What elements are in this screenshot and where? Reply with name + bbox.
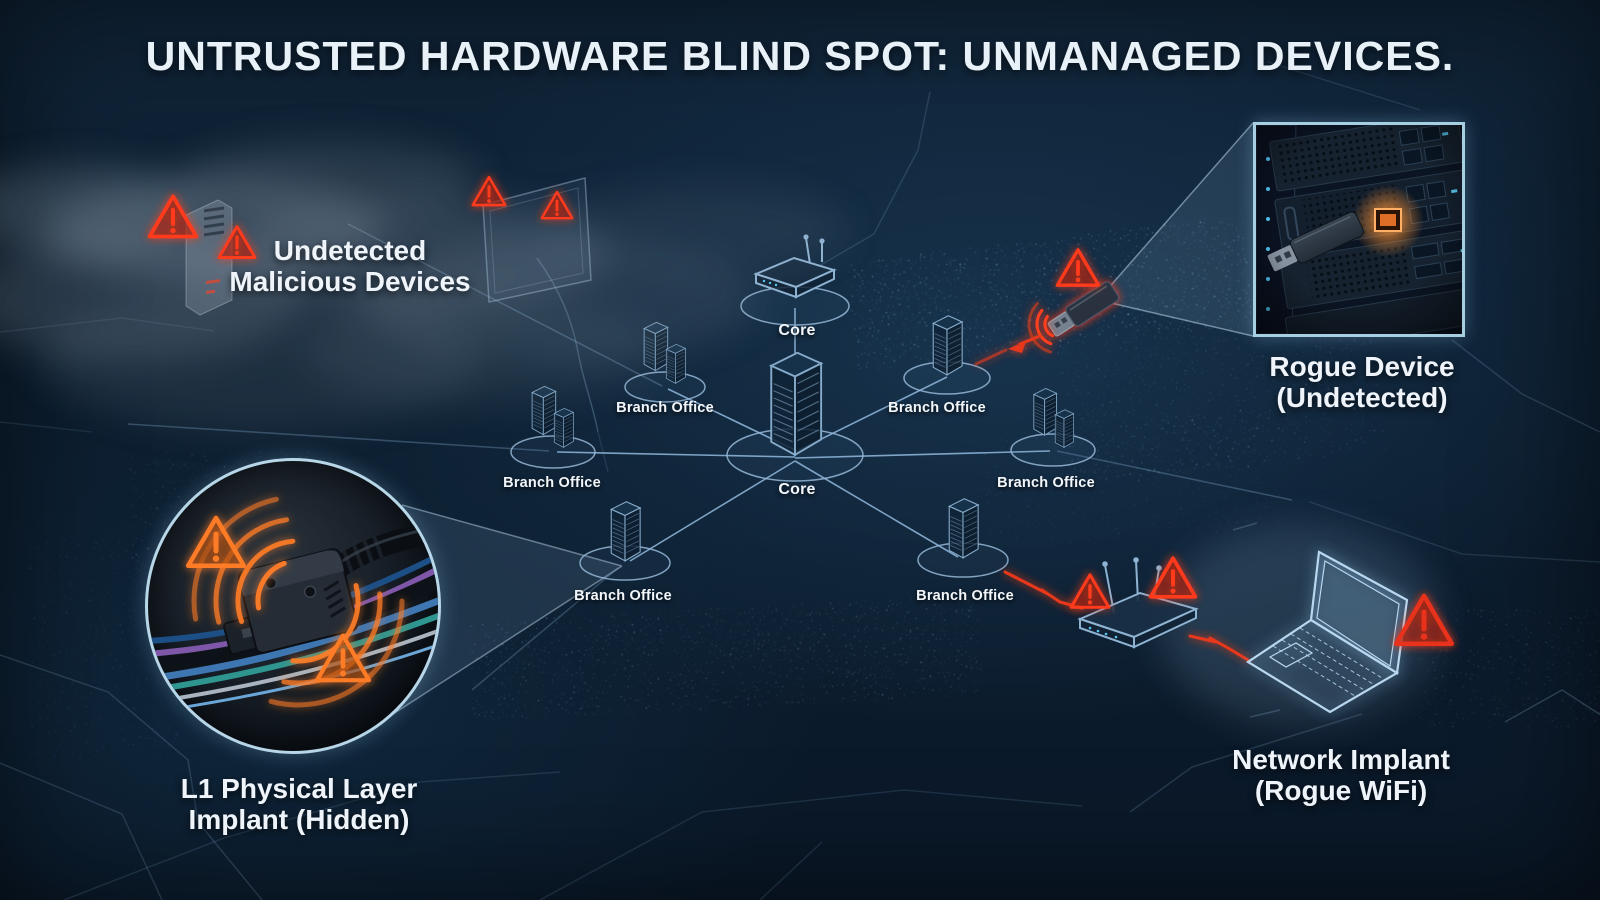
callout-network-implant: Network Implant (Rogue WiFi): [1232, 744, 1450, 806]
page-title: UNTRUSTED HARDWARE BLIND SPOT: UNMANAGED…: [145, 33, 1455, 79]
ribbed-cable: [321, 520, 438, 583]
laptop-icon: [1245, 550, 1409, 714]
ghost-server: [185, 199, 233, 316]
street-lines: [0, 61, 1600, 900]
callout-line: Rogue Device: [1269, 351, 1455, 382]
label-branch-left: Branch Office: [503, 475, 601, 491]
callout-line: (Rogue WiFi): [1254, 775, 1428, 806]
attack-links: [974, 334, 1250, 662]
rogue-usb-signal-icon: [1027, 302, 1054, 354]
rogue-usb-icon: [1047, 281, 1120, 337]
zoom-beam-l1-implant: [389, 504, 623, 717]
branch-lower-center-icon: [610, 501, 641, 562]
callout-line: (Undetected): [1276, 382, 1448, 413]
label-branch-lower-center: Branch Office: [574, 588, 672, 604]
label-core-router: Core: [778, 322, 816, 339]
branch-lower-right-icon: [948, 498, 979, 559]
implant-photo: [148, 496, 438, 715]
callout-undetected-malicious: Undetected Malicious Devices: [229, 235, 470, 297]
callout-line: Undetected: [273, 235, 427, 266]
label-branch-upper-left: Branch Office: [616, 400, 714, 416]
core-server-icon: [770, 351, 823, 456]
callout-line: Network Implant: [1232, 744, 1450, 775]
rogue-device-inset: [1253, 112, 1493, 354]
callout-line: Malicious Devices: [229, 266, 471, 297]
ap-to-laptop-link: [1188, 634, 1250, 662]
warning-triangle-icon: [1069, 573, 1111, 610]
warning-triangle-icon: [188, 518, 244, 566]
callout-rogue-device: Rogue Device (Undetected): [1269, 351, 1454, 413]
label-branch-right: Branch Office: [997, 475, 1095, 491]
zoom-beam-rogue-device: [1097, 122, 1254, 337]
callout-line: L1 Physical Layer: [180, 773, 418, 804]
branch-to-ap-link: [1003, 570, 1084, 610]
branch-upper-right-icon: [932, 315, 963, 376]
label-branch-lower-right: Branch Office: [916, 588, 1014, 604]
label-branch-upper-right: Branch Office: [888, 400, 986, 416]
l1-implant-inset: [145, 458, 441, 754]
label-core-server: Core: [778, 481, 816, 498]
callout-l1-implant: L1 Physical Layer Implant (Hidden): [181, 773, 418, 835]
rack-photo: [1255, 112, 1493, 354]
callout-line: Implant (Hidden): [188, 804, 410, 835]
